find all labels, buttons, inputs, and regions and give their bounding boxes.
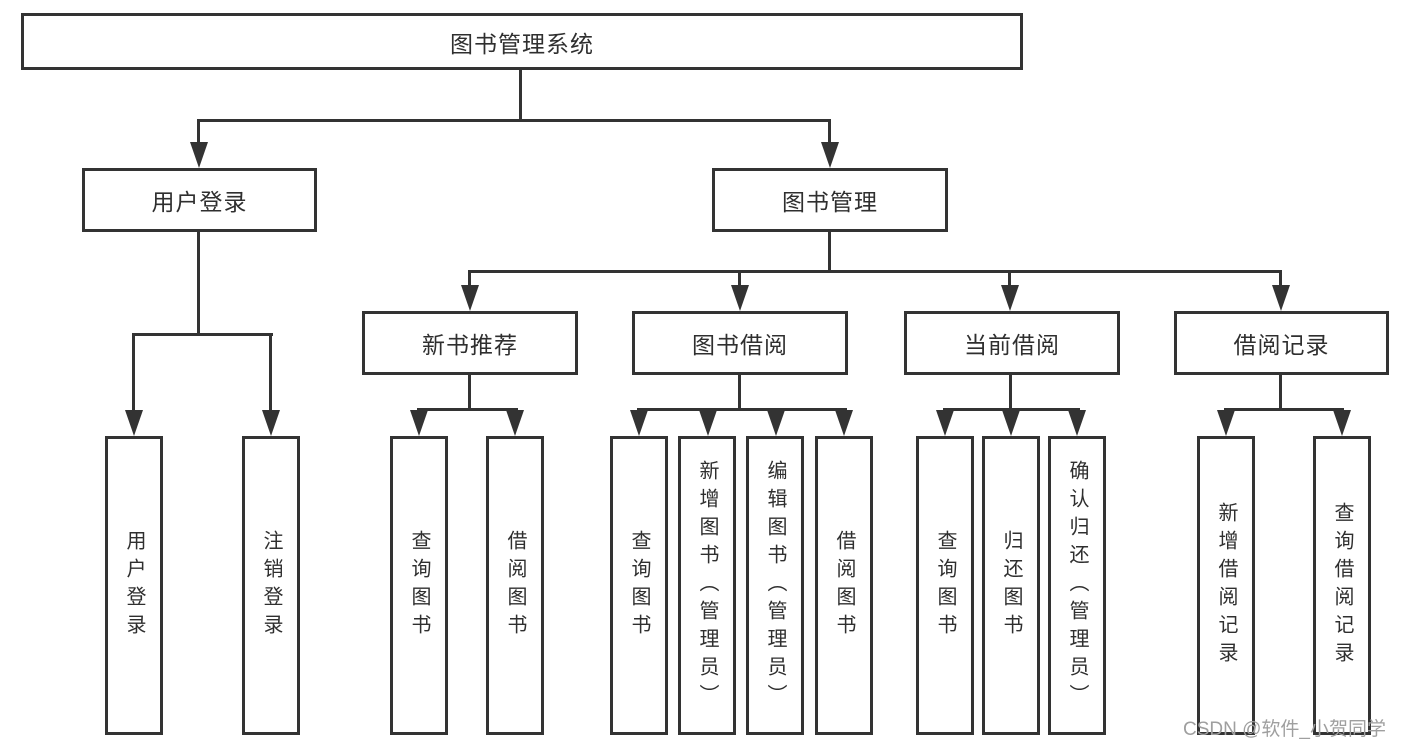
arrow-down-icon [1001, 285, 1019, 311]
connector-root-drop-left [197, 119, 200, 147]
node-label: 新书推荐 [422, 332, 518, 358]
leaf-return-books: 归还图书 [982, 436, 1040, 735]
leaf-add-borrow-record: 新增借阅记录 [1197, 436, 1255, 735]
leaf-borrow-books: 借阅图书 [815, 436, 873, 735]
connector-userlogin-drop-1 [132, 333, 135, 413]
node-library-system: 图书管理系统 [21, 13, 1023, 70]
connector-records-split [1224, 408, 1344, 411]
leaf-label: 编辑图书（管理员） [764, 459, 786, 712]
arrow-down-icon [190, 142, 208, 168]
node-label: 图书管理系统 [450, 30, 594, 57]
leaf-label: 查询图书 [934, 529, 956, 642]
leaf-label: 用户登录 [123, 529, 145, 642]
arrow-down-icon [699, 410, 717, 436]
arrow-down-icon [1068, 410, 1086, 436]
node-label: 借阅记录 [1233, 332, 1330, 358]
connector-userlogin-split [132, 333, 273, 336]
connector-bookmgmt-drop-2 [738, 270, 741, 290]
connector-root-split [197, 119, 831, 122]
connector-bookmgmt-drop-4 [1279, 270, 1282, 290]
leaf-query-books-recommend: 查询图书 [390, 436, 448, 735]
leaf-label: 新增借阅记录 [1215, 501, 1237, 670]
connector-bookmgmt-stem [828, 231, 831, 273]
connector-bookmgmt-split [468, 270, 1282, 273]
connector-borrow-stem [738, 374, 741, 411]
arrow-down-icon [506, 410, 524, 436]
connector-current-split [943, 408, 1080, 411]
leaf-user-login: 用户登录 [105, 436, 163, 735]
arrow-down-icon [731, 285, 749, 311]
leaf-label: 查询借阅记录 [1331, 501, 1353, 670]
arrow-down-icon [262, 410, 280, 436]
node-current-borrow: 当前借阅 [904, 311, 1120, 375]
node-borrow-records: 借阅记录 [1174, 311, 1389, 375]
leaf-borrow-books-recommend: 借阅图书 [486, 436, 544, 735]
connector-userlogin-stem [197, 231, 200, 336]
leaf-label: 查询图书 [628, 529, 650, 642]
node-book-borrow: 图书借阅 [632, 311, 848, 375]
node-label: 用户登录 [151, 189, 248, 215]
leaf-edit-books-admin: 编辑图书（管理员） [746, 436, 804, 735]
connector-newbook-split [417, 408, 518, 411]
node-label: 图书管理 [782, 189, 878, 215]
arrow-down-icon [1272, 285, 1290, 311]
arrow-down-icon [410, 410, 428, 436]
arrow-down-icon [1002, 410, 1020, 436]
arrow-down-icon [767, 410, 785, 436]
arrow-down-icon [630, 410, 648, 436]
leaf-label: 确认归还（管理员） [1066, 459, 1088, 712]
connector-records-stem [1279, 374, 1282, 411]
arrow-down-icon [461, 285, 479, 311]
connector-newbook-stem [468, 374, 471, 411]
node-label: 当前借阅 [964, 332, 1060, 358]
watermark: CSDN @软件_小贺同学 [1183, 719, 1386, 740]
node-label: 图书借阅 [692, 332, 788, 358]
leaf-add-books-admin: 新增图书（管理员） [678, 436, 736, 735]
leaf-label: 借阅图书 [833, 529, 855, 642]
connector-bookmgmt-drop-1 [468, 270, 471, 290]
connector-borrow-split [637, 408, 847, 411]
leaf-query-borrow-record: 查询借阅记录 [1313, 436, 1371, 735]
leaf-label: 借阅图书 [504, 529, 526, 642]
node-book-management: 图书管理 [712, 168, 948, 232]
leaf-label: 归还图书 [1000, 529, 1022, 642]
leaf-label: 新增图书（管理员） [696, 459, 718, 712]
connector-root-drop-right [828, 119, 831, 147]
node-new-book-recommend: 新书推荐 [362, 311, 578, 375]
connector-userlogin-drop-2 [269, 333, 272, 413]
arrow-down-icon [125, 410, 143, 436]
arrow-down-icon [821, 142, 839, 168]
leaf-logout: 注销登录 [242, 436, 300, 735]
node-user-login: 用户登录 [82, 168, 317, 232]
leaf-query-books-current: 查询图书 [916, 436, 974, 735]
connector-root-stem [519, 69, 522, 121]
connector-current-stem [1009, 374, 1012, 411]
connector-bookmgmt-drop-3 [1008, 270, 1011, 290]
arrow-down-icon [1217, 410, 1235, 436]
leaf-label: 注销登录 [260, 529, 282, 642]
arrow-down-icon [835, 410, 853, 436]
arrow-down-icon [1333, 410, 1351, 436]
leaf-query-books-borrow: 查询图书 [610, 436, 668, 735]
arrow-down-icon [936, 410, 954, 436]
leaf-label: 查询图书 [408, 529, 430, 642]
leaf-confirm-return-admin: 确认归还（管理员） [1048, 436, 1106, 735]
